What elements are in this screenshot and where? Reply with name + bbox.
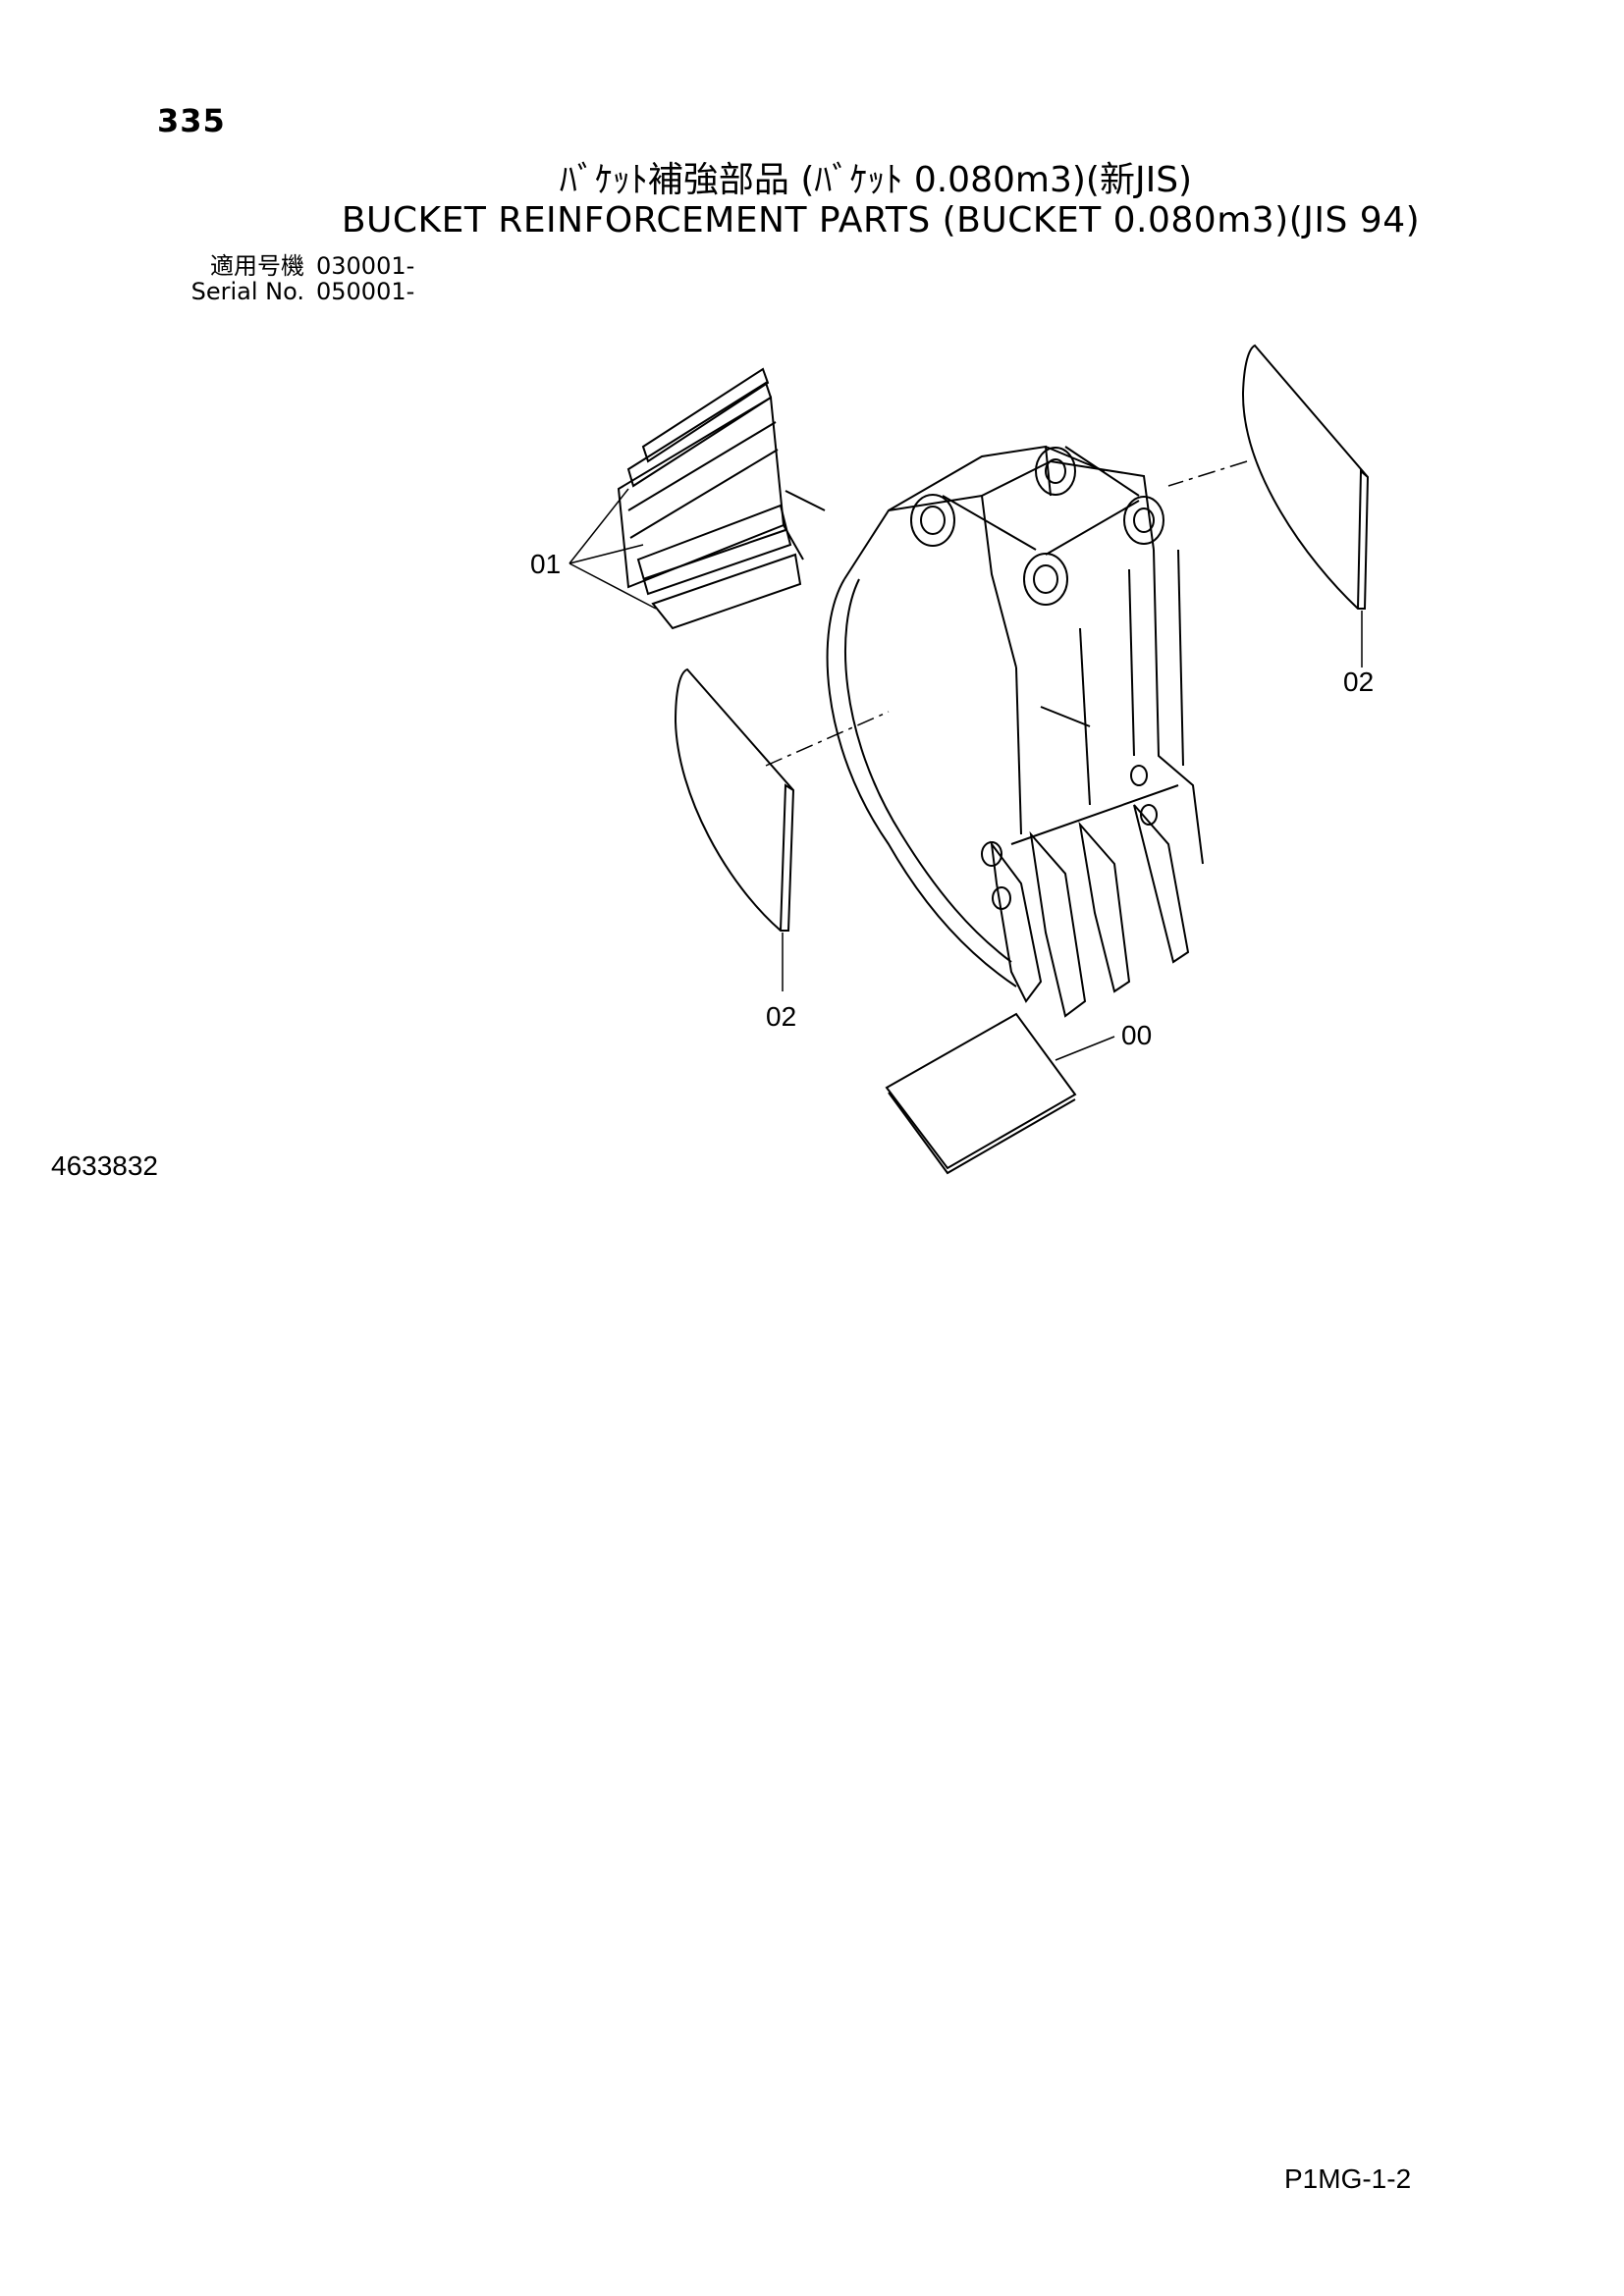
page-code: P1MG-1-2	[1284, 2163, 1412, 2194]
page-number: 335	[157, 102, 226, 139]
title-japanese: ﾊﾞｹｯﾄ補強部品 (ﾊﾞｹｯﾄ 0.080m3)(新JIS)	[559, 160, 1193, 200]
serial-label-en: Serial No.	[190, 278, 304, 305]
callout-labels: 01 02 02 00	[530, 549, 1374, 1050]
callout-01: 01	[530, 549, 561, 579]
serial-value-jp: 030001-	[316, 252, 415, 280]
bucket-body	[826, 445, 1204, 1018]
side-plate-right-part	[1167, 344, 1370, 667]
serial-info: 適用号機 030001- Serial No. 050001-	[157, 253, 415, 305]
reinforcement-plates-part	[617, 367, 826, 630]
callout-00: 00	[1121, 1020, 1152, 1050]
serial-row-jp: 適用号機 030001-	[157, 253, 414, 279]
callout-02-left: 02	[766, 1001, 796, 1032]
serial-label-jp: 適用号機	[210, 252, 304, 280]
serial-value-en: 050001-	[316, 278, 415, 305]
leader-lines-01	[568, 488, 657, 610]
exploded-parts-diagram: 01 02 02 00	[530, 344, 1374, 1175]
drawing-number: 4633832	[51, 1150, 159, 1181]
side-plate-left-part	[674, 667, 890, 991]
title-english: BUCKET REINFORCEMENT PARTS (BUCKET 0.080…	[341, 200, 1421, 240]
callout-02-right: 02	[1343, 667, 1374, 697]
serial-row-en: Serial No. 050001-	[157, 278, 415, 305]
bottom-plate-part	[885, 1012, 1115, 1175]
